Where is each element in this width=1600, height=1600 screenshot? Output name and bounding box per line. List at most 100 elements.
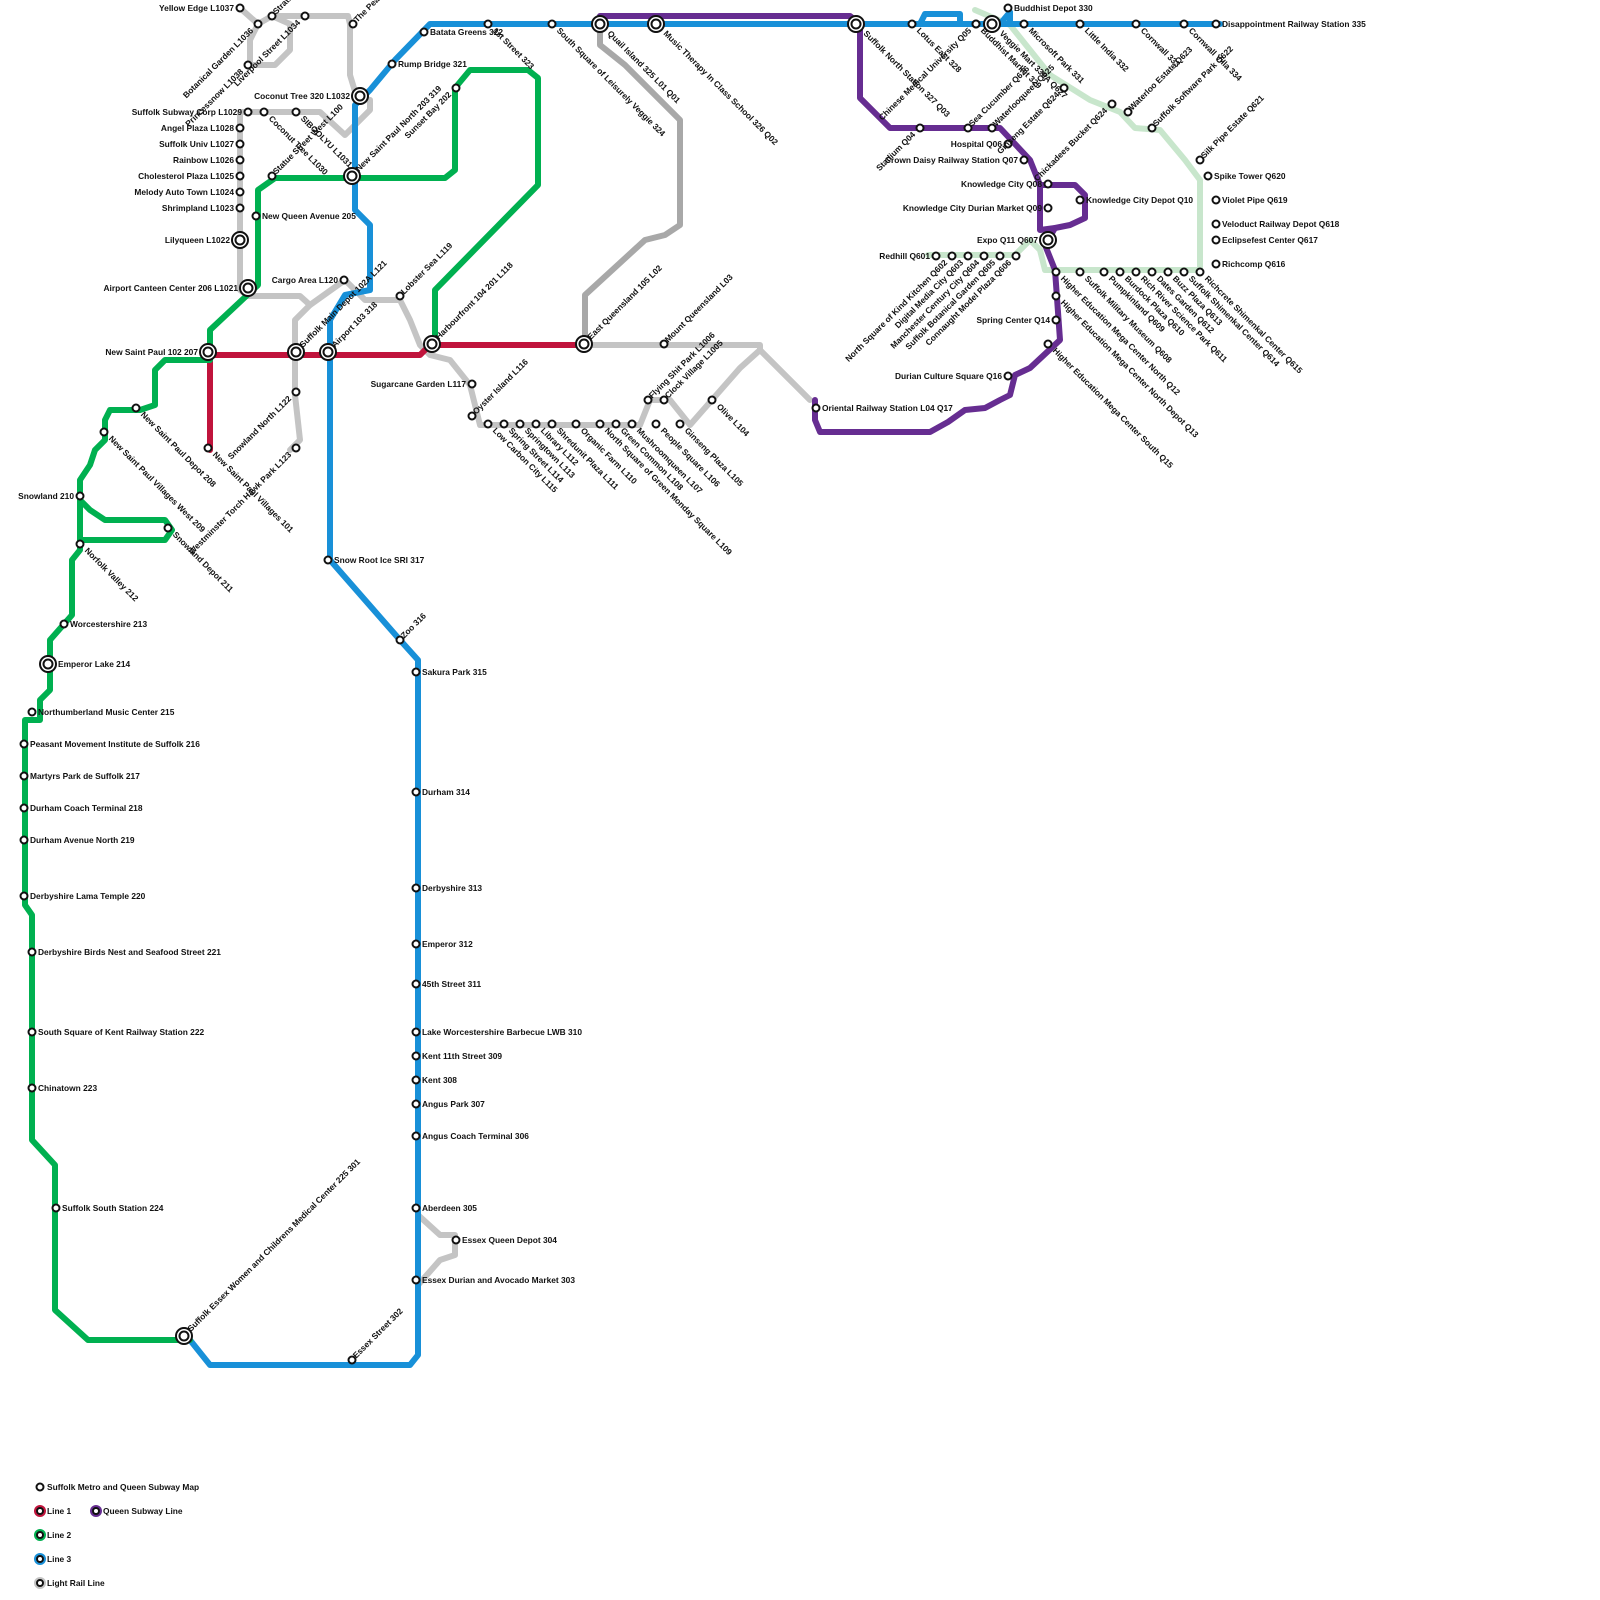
station-marker-burdock-plaza-q610[interactable]: [1117, 269, 1124, 276]
station-marker-sugarcane-garden-l117[interactable]: [469, 381, 476, 388]
station-marker-south-square-of-kent-railway-station-222[interactable]: [29, 1029, 36, 1036]
station-marker-emperor-312[interactable]: [413, 941, 420, 948]
station-marker-higher-education-mega-center-north-q12[interactable]: [1053, 269, 1060, 276]
station-marker-south-square-of-leisurely-veggie-324[interactable]: [549, 21, 556, 28]
station-marker-siboolyu-l1031[interactable]: [293, 109, 300, 116]
station-marker-suffolk-south-station-224[interactable]: [53, 1205, 60, 1212]
station-marker-worcestershire-213[interactable]: [61, 621, 68, 628]
station-marker-chinatown-223[interactable]: [29, 1085, 36, 1092]
station-marker-cargo-area-l120[interactable]: [341, 277, 348, 284]
station-marker-shredunit-plaza-l111[interactable]: [549, 421, 556, 428]
station-marker-suffolk-subway-corp-l1029[interactable]: [245, 109, 252, 116]
station-marker-liverpool-street-l1034[interactable]: [302, 13, 309, 20]
station-marker-disappointment-railway-station-335[interactable]: [1213, 21, 1220, 28]
station-marker-library-l112[interactable]: [533, 421, 540, 428]
station-marker-buddhist-depot-330[interactable]: [1005, 5, 1012, 12]
station-marker-higher-education-mega-center-south-q15[interactable]: [1045, 341, 1052, 348]
station-marker-botanical-garden-l1036[interactable]: [255, 21, 262, 28]
station-marker-angel-plaza-l1028[interactable]: [237, 125, 244, 132]
station-marker-knowledge-city-depot-q10[interactable]: [1077, 197, 1084, 204]
station-marker-people-square-l106[interactable]: [653, 421, 660, 428]
station-marker-batata-greens-322[interactable]: [421, 29, 428, 36]
station-marker-mushroomqueen-l107[interactable]: [629, 421, 636, 428]
station-marker-spike-tower-q620[interactable]: [1205, 173, 1212, 180]
station-marker-melody-auto-town-l1024[interactable]: [237, 189, 244, 196]
station-marker-yellow-edge-l1037[interactable]: [237, 5, 244, 12]
station-marker-aberdeen-305[interactable]: [413, 1205, 420, 1212]
station-marker-durian-culture-square-q16[interactable]: [1005, 373, 1012, 380]
station-marker-northumberland-music-center-215[interactable]: [29, 709, 36, 716]
station-marker-knowledge-city-q08[interactable]: [1045, 181, 1052, 188]
station-marker-organic-farm-l110[interactable]: [573, 421, 580, 428]
station-marker-higher-education-mega-center-north-depot-q13[interactable]: [1053, 293, 1060, 300]
station-marker-spring-street-l114[interactable]: [501, 421, 508, 428]
station-marker-sunset-bay-202[interactable]: [453, 85, 460, 92]
station-marker-derbyshire-birds-nest-and-seafood-street-221[interactable]: [29, 949, 36, 956]
station-marker-derbyshire-lama-temple-220[interactable]: [21, 893, 28, 900]
station-marker-suffolk-military-museum-q608[interactable]: [1077, 269, 1084, 276]
station-marker-crown-daisy-railway-station-q07[interactable]: [1021, 157, 1028, 164]
station-marker-snow-root-ice-sri-317[interactable]: [325, 557, 332, 564]
station-marker-redhill-q601[interactable]: [933, 253, 940, 260]
station-marker-rainbow-l1026[interactable]: [237, 157, 244, 164]
station-marker-microsoft-park-331[interactable]: [1021, 21, 1028, 28]
station-marker-snowland-north-l122[interactable]: [293, 389, 300, 396]
station-marker-essex-queen-depot-304[interactable]: [453, 1237, 460, 1244]
station-marker-violet-pipe-q619[interactable]: [1213, 197, 1220, 204]
station-marker-low-carbon-city-l115[interactable]: [485, 421, 492, 428]
station-marker-stadium-q04[interactable]: [917, 125, 924, 132]
station-marker-new-queen-avenue-205[interactable]: [253, 213, 260, 220]
station-marker-buzz-plaza-q613[interactable]: [1165, 269, 1172, 276]
station-marker-ginseng-plaza-l105[interactable]: [677, 421, 684, 428]
station-marker-shrimpland-l1023[interactable]: [237, 205, 244, 212]
station-marker-snowland-210[interactable]: [77, 493, 84, 500]
station-marker-new-saint-paul-villages-west-209[interactable]: [101, 429, 108, 436]
station-marker-essex-durian-and-avocado-market-303[interactable]: [413, 1277, 420, 1284]
station-marker-dates-garden-q612[interactable]: [1149, 269, 1156, 276]
station-marker-angus-coach-terminal-306[interactable]: [413, 1133, 420, 1140]
station-marker-manchester-century-city-q604[interactable]: [981, 253, 988, 260]
station-marker-cornwall-villa-334[interactable]: [1181, 21, 1188, 28]
station-marker-richcomp-q616[interactable]: [1213, 261, 1220, 268]
station-marker-richcrete-shimenkal-center-q615[interactable]: [1197, 269, 1204, 276]
station-marker-martyrs-park-de-suffolk-217[interactable]: [21, 773, 28, 780]
station-marker-durham-coach-terminal-218[interactable]: [21, 805, 28, 812]
station-marker-kent-11th-street-309[interactable]: [413, 1053, 420, 1060]
station-marker-north-square-of-kind-kitchen-q602[interactable]: [949, 253, 956, 260]
station-marker-lotus-east-328[interactable]: [909, 21, 916, 28]
station-marker-rump-bridge-321[interactable]: [389, 61, 396, 68]
station-marker-olive-l104[interactable]: [709, 397, 716, 404]
station-marker-peasant-movement-institute-de-suffolk-216[interactable]: [21, 741, 28, 748]
station-marker-rich-river-science-park-q611[interactable]: [1133, 269, 1140, 276]
station-marker-springtown-l113[interactable]: [517, 421, 524, 428]
station-marker-suffolk-botanical-garden-q605[interactable]: [997, 253, 1004, 260]
station-marker-derbyshire-313[interactable]: [413, 885, 420, 892]
station-marker-chickadees-bucket-q624[interactable]: [1109, 101, 1116, 108]
station-marker-kent-308[interactable]: [413, 1077, 420, 1084]
station-marker-new-saint-paul-villages-101[interactable]: [205, 445, 212, 452]
station-marker-suffolk-shimenkal-center-q614[interactable]: [1181, 269, 1188, 276]
station-marker-snowland-depot-211[interactable]: [165, 525, 172, 532]
station-marker-knowledge-city-durian-market-q09[interactable]: [1045, 205, 1052, 212]
station-marker-suffolk-univ-l1027[interactable]: [237, 141, 244, 148]
station-marker-oriental-railway-station-l04-q17[interactable]: [813, 405, 820, 412]
station-marker-buddhist-market-329[interactable]: [973, 21, 980, 28]
station-marker-little-india-332[interactable]: [1077, 21, 1084, 28]
station-marker-spring-center-q14[interactable]: [1053, 317, 1060, 324]
station-marker-45th-street-311[interactable]: [413, 981, 420, 988]
station-marker-connaught-model-plaza-q606[interactable]: [1013, 253, 1020, 260]
station-marker-durham-avenue-north-219[interactable]: [21, 837, 28, 844]
station-marker-angus-park-307[interactable]: [413, 1101, 420, 1108]
station-marker-veloduct-railway-depot-q618[interactable]: [1213, 221, 1220, 228]
station-marker-durham-314[interactable]: [413, 789, 420, 796]
station-marker-westminster-torch-hawk-park-l123[interactable]: [293, 445, 300, 452]
station-marker-sakura-park-315[interactable]: [413, 669, 420, 676]
station-marker-cholesterol-plaza-l1025[interactable]: [237, 173, 244, 180]
station-marker-digital-media-city-q603[interactable]: [965, 253, 972, 260]
station-marker-green-common-l108[interactable]: [613, 421, 620, 428]
station-marker-lake-worcestershire-barbecue-lwb-310[interactable]: [413, 1029, 420, 1036]
station-marker-north-square-of-green-monday-square-l109[interactable]: [597, 421, 604, 428]
station-marker-eclipsefest-center-q617[interactable]: [1213, 237, 1220, 244]
station-marker-new-saint-paul-depot-208[interactable]: [133, 405, 140, 412]
station-marker-cornwall-333[interactable]: [1133, 21, 1140, 28]
